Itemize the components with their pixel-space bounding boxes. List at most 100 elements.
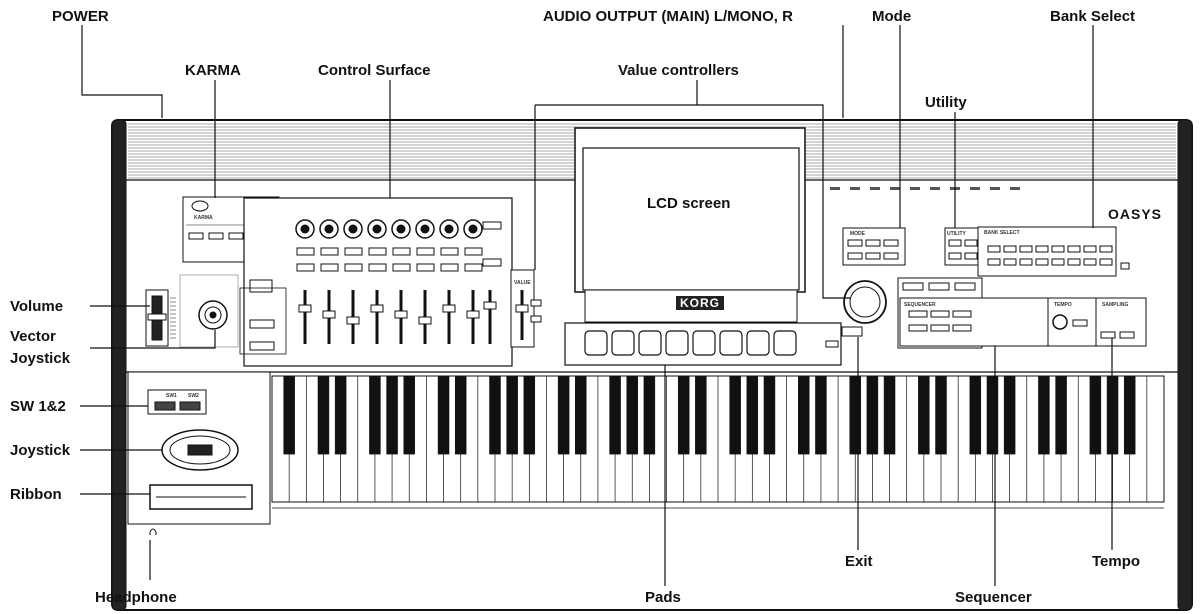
label-volume: Volume: [10, 298, 64, 315]
bank-button: [1035, 258, 1049, 266]
top-marking: [970, 187, 980, 190]
value-inc-button: [530, 299, 542, 307]
leader-value-right: [535, 104, 850, 299]
black-key: [1089, 375, 1102, 455]
pad: [611, 330, 635, 356]
black-key: [1038, 375, 1050, 455]
cs-button: [296, 263, 315, 272]
black-key: [815, 375, 827, 455]
label-headphone: Headphone: [95, 589, 177, 606]
leader-power: [81, 25, 163, 118]
pad: [665, 330, 689, 356]
black-key: [643, 375, 656, 455]
cs-button: [320, 263, 339, 272]
black-key: [523, 375, 536, 455]
black-key: [883, 375, 896, 455]
cs-slider-knob: [394, 310, 408, 319]
utility-button: [948, 239, 962, 247]
cs-button: [344, 247, 363, 256]
bank-extra-button: [1120, 262, 1130, 270]
black-key: [695, 375, 707, 455]
bank-button: [1099, 258, 1113, 266]
top-marking: [930, 187, 940, 190]
cs-button: [416, 263, 435, 272]
cs-button: [368, 263, 387, 272]
value-slider-knob: [515, 304, 529, 313]
black-key: [506, 375, 518, 455]
bank-button: [1067, 245, 1081, 253]
pad: [638, 330, 662, 356]
bank-button: [1035, 245, 1049, 253]
cs-button: [344, 263, 363, 272]
sw1-button: [154, 401, 176, 411]
cs-button: [296, 247, 315, 256]
pad: [773, 330, 797, 356]
cs-slider-knob: [322, 310, 336, 319]
karma-button: [208, 232, 224, 240]
bank-button: [1099, 245, 1113, 253]
black-key: [849, 375, 861, 455]
cs-button: [440, 263, 459, 272]
korg-logo: KORG: [676, 296, 724, 310]
utility-button: [948, 252, 962, 260]
mode-button: [883, 252, 899, 260]
black-key: [1123, 375, 1136, 455]
tap-tempo-button: [1072, 319, 1088, 327]
right-endcap: [1177, 119, 1193, 611]
black-key: [1055, 375, 1067, 455]
label-tempo: Tempo: [1092, 553, 1141, 570]
bank-button: [1051, 258, 1065, 266]
cs-side-button: [482, 258, 502, 267]
master-slider-knob: [483, 301, 497, 310]
vector-joystick-area: [179, 274, 239, 348]
pad: [692, 330, 716, 356]
left-endcap: [111, 119, 127, 611]
label-audio-output: AUDIO OUTPUT (MAIN) L/MONO, R: [543, 8, 793, 25]
joystick-knob: [187, 444, 213, 456]
label-ribbon: Ribbon: [10, 486, 62, 503]
tempo-knob: [1052, 314, 1068, 330]
top-marking: [870, 187, 880, 190]
cs-side-button: [482, 221, 502, 230]
black-key: [317, 375, 330, 455]
bank-button: [1019, 245, 1033, 253]
utility-button: [964, 239, 978, 247]
black-key: [763, 375, 776, 455]
cs-slider-knob: [442, 304, 456, 313]
bank-button: [1083, 258, 1097, 266]
top-marking: [890, 187, 900, 190]
pad: [719, 330, 743, 356]
label-power: POWER: [52, 8, 109, 25]
panel-utility-text: UTILITY: [947, 231, 966, 237]
black-key: [935, 375, 947, 455]
black-key: [283, 375, 295, 455]
cs-button: [320, 247, 339, 256]
black-key: [918, 375, 930, 455]
cs-button: [368, 247, 387, 256]
seq-button: [930, 310, 950, 318]
cs-knob-cap: [324, 224, 334, 234]
cs-knob-cap: [300, 224, 310, 234]
vector-joystick-center: [209, 311, 217, 319]
leader-vector-joystick: [90, 330, 216, 349]
black-key: [334, 375, 347, 455]
top-marking: [1010, 187, 1020, 190]
black-key: [489, 375, 501, 455]
cs-knob-cap: [396, 224, 406, 234]
top-marking: [850, 187, 860, 190]
value-dec-button: [530, 315, 542, 323]
label-joystick: Joystick: [10, 442, 71, 459]
seq-button: [952, 324, 972, 332]
panel-bank-select-text: BANK SELECT: [984, 230, 1020, 236]
pad-chord-button: [825, 340, 839, 348]
panel-tempo-text: TEMPO: [1054, 302, 1072, 308]
mode-button: [847, 239, 863, 247]
cs-slider-knob: [466, 310, 480, 319]
cs-button: [416, 247, 435, 256]
black-key: [1003, 375, 1016, 455]
pad: [746, 330, 770, 356]
panel-sw2-text: SW2: [188, 393, 199, 399]
headphone-icon: [149, 528, 157, 535]
keypad-button: [902, 282, 924, 291]
